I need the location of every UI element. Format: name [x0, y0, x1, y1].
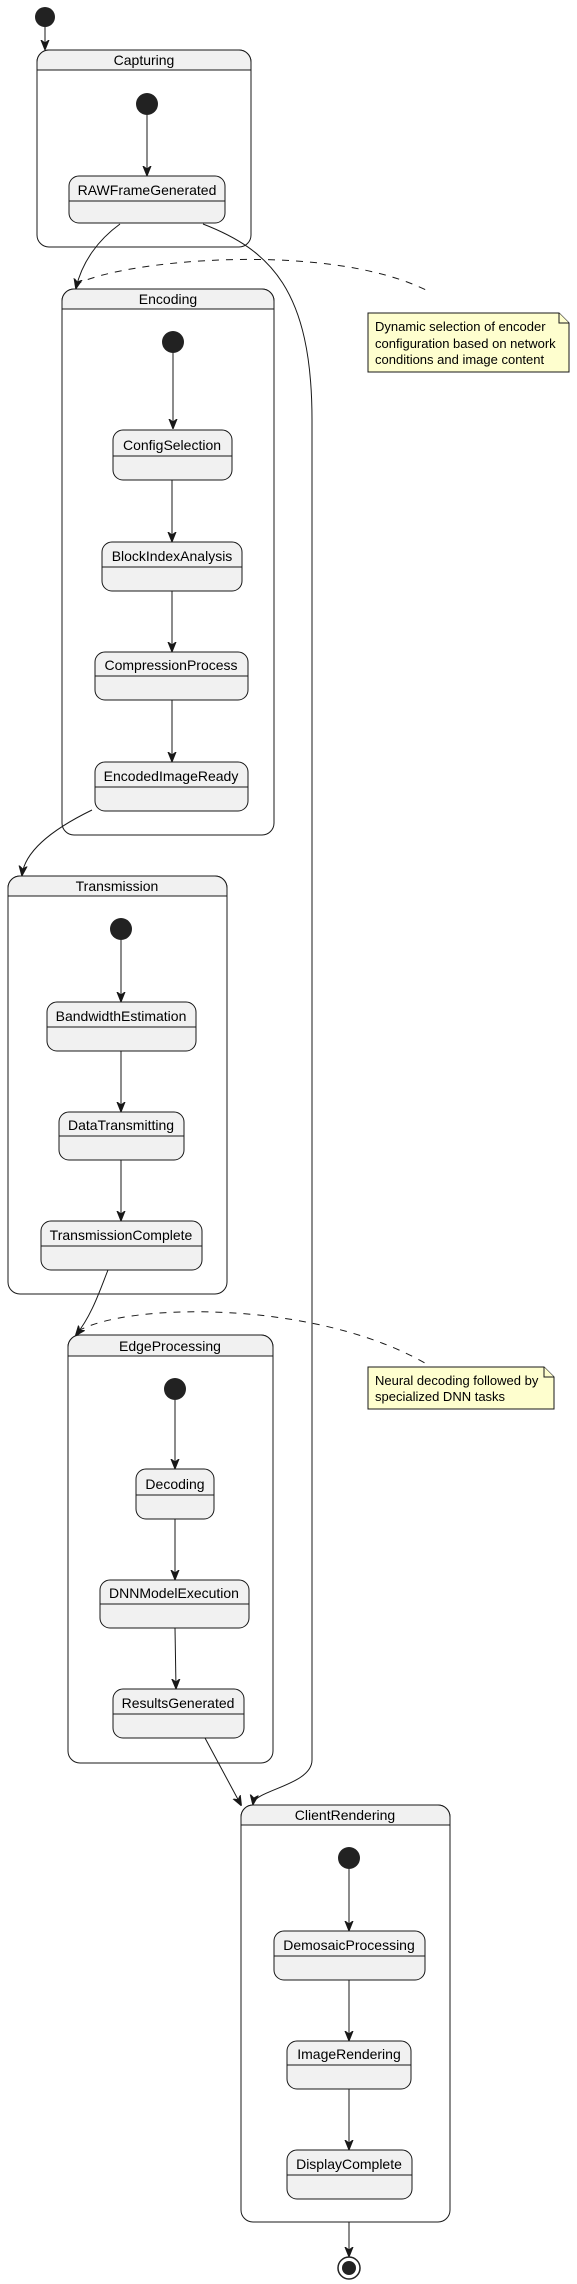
note-line: configuration based on network: [375, 336, 556, 351]
state-label: RAWFrameGenerated: [78, 182, 217, 198]
state-label: EncodedImageReady: [104, 768, 239, 784]
state-raw-frame-generated: RAWFrameGenerated: [68, 175, 226, 224]
state-label: DataTransmitting: [68, 1117, 174, 1133]
composite-client-rendering: ClientRendering: [240, 1804, 451, 2223]
state-label: TransmissionComplete: [50, 1227, 193, 1243]
initial-node: [35, 7, 55, 27]
composite-encoding: Encoding: [61, 288, 275, 836]
state-label: BlockIndexAnalysis: [112, 548, 233, 564]
state-data-transmitting: DataTransmitting: [58, 1111, 185, 1161]
note-line: Neural decoding followed by: [375, 1373, 539, 1388]
note-line: specialized DNN tasks: [375, 1389, 506, 1404]
state-image-rendering: ImageRendering: [286, 2040, 412, 2090]
note-encoding: Dynamic selection of encoder configurati…: [367, 312, 570, 373]
state-label: DisplayComplete: [296, 2156, 402, 2172]
state-dnn-model-execution: DNNModelExecution: [99, 1579, 250, 1629]
state-label: Decoding: [145, 1476, 204, 1492]
transmission-initial-node: [110, 918, 132, 940]
state-block-index-analysis: BlockIndexAnalysis: [101, 541, 243, 592]
state-label: DNNModelExecution: [109, 1585, 239, 1601]
state-results-generated: ResultsGenerated: [112, 1688, 245, 1739]
note-connector: [74, 258, 431, 293]
edge-edgeprocessing-to-clientrendering: [204, 1737, 241, 1805]
state-demosaic-processing: DemosaicProcessing: [273, 1930, 426, 1981]
composite-title: ClientRendering: [295, 1807, 395, 1823]
edge-encoding-to-transmission: [22, 809, 93, 875]
edge-dnn-to-results: [175, 1627, 176, 1688]
state-label: CompressionProcess: [104, 657, 237, 673]
edge-capturing-to-clientrendering: [202, 223, 313, 1804]
composite-capturing: Capturing: [36, 49, 252, 248]
state-label: BandwidthEstimation: [56, 1008, 187, 1024]
composite-title: Encoding: [139, 291, 197, 307]
encoding-initial-node: [162, 331, 184, 353]
note-edge-processing: Neural decoding followed by specialized …: [367, 1366, 555, 1410]
composite-transmission: Transmission: [7, 875, 228, 1295]
state-config-selection: ConfigSelection: [112, 429, 233, 481]
state-bandwidth-estimation: BandwidthEstimation: [46, 1001, 197, 1052]
state-decoding: Decoding: [135, 1468, 215, 1520]
edge-capturing-to-encoding: [76, 223, 121, 288]
state-compression-process: CompressionProcess: [94, 651, 249, 701]
composite-edge-processing: EdgeProcessing: [67, 1334, 274, 1764]
state-label: ImageRendering: [297, 2046, 401, 2062]
clientrendering-initial-node: [338, 1847, 360, 1869]
state-transmission-complete: TransmissionComplete: [40, 1220, 203, 1271]
state-label: DemosaicProcessing: [283, 1937, 415, 1953]
composite-title: Transmission: [76, 878, 159, 894]
state-display-complete: DisplayComplete: [286, 2149, 413, 2200]
final-node: [337, 2256, 361, 2280]
state-label: ResultsGenerated: [122, 1695, 235, 1711]
state-label: ConfigSelection: [123, 437, 221, 453]
note-line: conditions and image content: [375, 352, 545, 367]
composite-title: EdgeProcessing: [119, 1338, 221, 1354]
note-line: Dynamic selection of encoder: [375, 319, 546, 334]
note-connector: [77, 1311, 431, 1367]
capturing-initial-node: [136, 93, 158, 115]
edgeprocessing-initial-node: [164, 1378, 186, 1400]
composite-title: Capturing: [114, 52, 175, 68]
state-encoded-image-ready: EncodedImageReady: [94, 761, 249, 812]
